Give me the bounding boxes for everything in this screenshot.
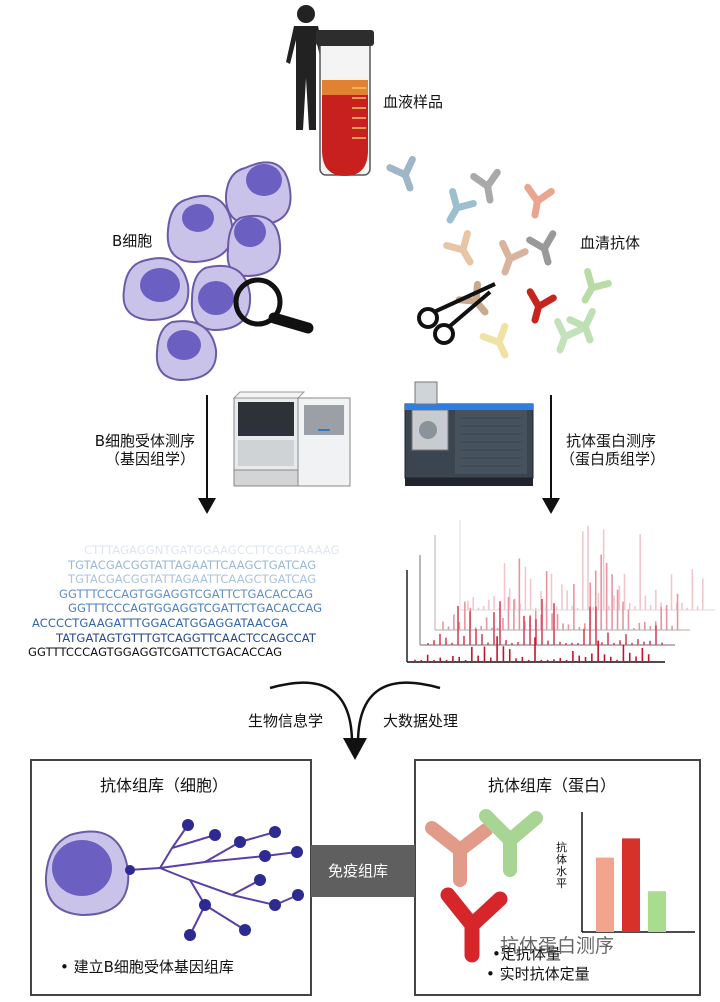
right-box-bullet-partial: •定抗体量 <box>492 945 561 963</box>
big-data-label: 大数据处理 <box>383 712 459 730</box>
serum-antibodies-cluster <box>390 159 609 360</box>
b-cell <box>122 257 190 322</box>
right-box-title: 抗体组库（蛋白） <box>488 776 617 795</box>
b-cell <box>166 195 234 264</box>
immune-repertoire-label: 免疫组库 <box>328 862 389 880</box>
sequencer-instrument-icon <box>232 391 351 487</box>
left-box-title: 抗体组库（细胞） <box>100 776 229 795</box>
b-cells-label: B细胞 <box>112 232 153 250</box>
chart-y-axis-label: 抗体水平 <box>556 841 567 890</box>
blood-tube-icon <box>316 30 374 176</box>
dna-sequence-line: TGTACGACGGTATTAGAATTCAAGCTGATCAG <box>68 572 317 587</box>
mass-spectra-plot <box>406 520 715 663</box>
left-box-bullet: • 建立B细胞受体基因组库 <box>60 958 234 976</box>
dna-sequence-line: GGTTTCCCAGTGGAGGTCGATTCTGACACCAG <box>68 601 323 616</box>
antibody-red <box>440 887 508 963</box>
watermark-text: 抗体蛋白测序 <box>500 935 615 957</box>
dna-sequence-line: CTTTAGAGGNTGATGGAAGCCTTCGCTAAAAG <box>84 543 340 557</box>
right-box-bullet: • 实时抗体定量 <box>486 965 590 983</box>
mass-spectrometer-icon <box>404 381 534 486</box>
antibody-level-chart <box>581 812 695 933</box>
serum-antibodies-label: 血清抗体 <box>580 234 641 252</box>
proteomics-label: （蛋白质组学） <box>560 450 666 468</box>
b-cell <box>190 264 252 332</box>
b-cell <box>226 214 282 278</box>
down-arrows <box>198 395 560 514</box>
bioinformatics-label: 生物信息学 <box>248 712 324 730</box>
antibody-structures <box>425 809 543 963</box>
dna-sequence-line: GGTTTCCCAGTGGAGGTCGATTCTGACACCAG <box>28 645 283 660</box>
b-cells-cluster <box>122 161 314 382</box>
bcr-sequencing-label: B细胞受体测序 <box>94 432 195 450</box>
b-cell <box>155 320 218 382</box>
antibody-green <box>479 809 543 877</box>
dna-sequence-line: TATGATAGTGTTTGTCAGGTTCAACTCCAGCCAT <box>56 630 316 645</box>
scissors-icon <box>417 282 496 345</box>
b-cell-lineage-tree <box>44 819 304 941</box>
merge-arrow <box>269 681 441 760</box>
b-cell <box>224 161 292 227</box>
human-silhouette-icon <box>286 5 326 130</box>
magnifier-icon <box>233 277 314 334</box>
chart-bar <box>648 891 666 932</box>
blood-sample-label: 血液样品 <box>383 93 444 111</box>
antibody-salmon <box>425 821 493 887</box>
immune-repertoire-connector <box>311 845 415 897</box>
dna-sequence-line: GGTTTCCCAGTGGAGGTCGATTCTGACACCAG <box>59 586 314 601</box>
antibody-protein-sequencing-label: 抗体蛋白测序 <box>566 432 657 450</box>
dna-sequence-line: ACCCCTGAAGATTTGGACATGGAGGATAACGA <box>32 616 288 630</box>
chart-bar <box>596 857 614 932</box>
genomics-label: （基因组学） <box>104 450 195 468</box>
chart-bar <box>622 838 640 932</box>
dna-sequence-line: TGTACGACGGTATTAGAATTCAAGCTGATCAG <box>68 557 317 572</box>
